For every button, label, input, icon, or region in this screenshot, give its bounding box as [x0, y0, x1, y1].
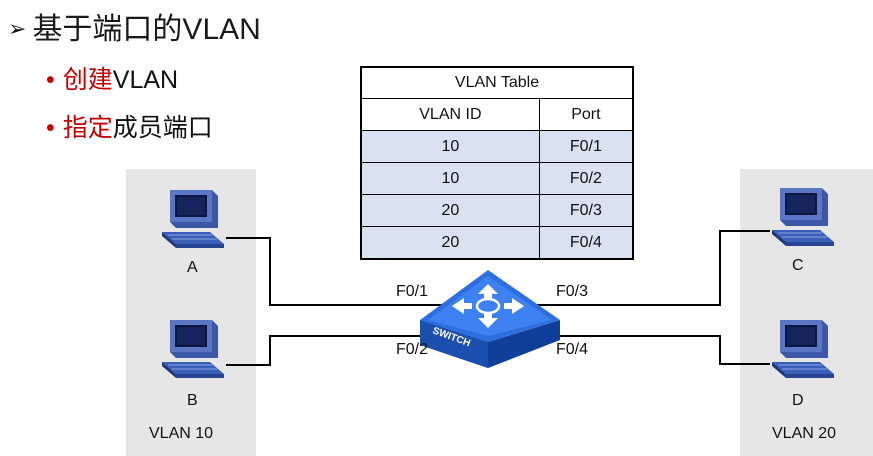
host-d-icon: [771, 319, 835, 379]
host-c-label: C: [792, 257, 804, 274]
table-row: 20 F0/4: [360, 226, 634, 260]
host-a-label: A: [187, 259, 198, 276]
link-d-f04: [540, 335, 770, 365]
port-cell: F0/2: [538, 162, 634, 195]
bullet-text: VLAN: [112, 66, 179, 94]
link-a-f01: [226, 237, 450, 306]
port-f02-label: F0/2: [396, 341, 429, 358]
vlan-table-caption: VLAN Table: [360, 66, 634, 99]
arrow-bullet-icon: ➢: [8, 16, 27, 41]
table-row: 10 F0/2: [360, 162, 634, 195]
port-cell: F0/4: [538, 226, 634, 260]
port-f04-label: F0/4: [556, 341, 589, 358]
vlan-id-cell: 10: [360, 162, 540, 195]
port-f01-label: F0/1: [396, 283, 429, 300]
page-title: ➢基于端口的VLAN: [8, 4, 261, 48]
bullet-dot-icon: •: [46, 66, 55, 94]
port-f03-label: F0/3: [556, 283, 589, 300]
bullet-highlight: 创建: [62, 66, 113, 94]
host-b-icon: [161, 319, 225, 379]
vlan20-label: VLAN 20: [772, 425, 837, 442]
vlan10-label: VLAN 10: [149, 425, 214, 442]
bullet-create-vlan: •创建VLAN: [46, 60, 178, 96]
vlan-id-cell: 20: [360, 226, 540, 260]
bullet-highlight: 指定: [62, 114, 113, 142]
bullet-dot-icon: •: [46, 114, 55, 142]
vlan-id-cell: 10: [360, 130, 540, 163]
vlan-table: VLAN Table VLAN ID Port 10 F0/1 10 F0/2 …: [360, 66, 634, 260]
vlan-id-header: VLAN ID: [360, 98, 540, 131]
bullet-text: 成员端口: [112, 114, 213, 142]
host-d-label: D: [792, 392, 804, 409]
table-row: 20 F0/3: [360, 194, 634, 227]
vlan-id-cell: 20: [360, 194, 540, 227]
table-row: 10 F0/1: [360, 130, 634, 163]
bullet-assign-ports: •指定成员端口: [46, 108, 213, 144]
host-b-label: B: [187, 392, 198, 409]
switch-icon: SWITCH: [420, 270, 560, 368]
link-c-f03: [530, 230, 770, 306]
port-cell: F0/1: [538, 130, 634, 163]
host-c-icon: [771, 187, 835, 247]
port-header: Port: [538, 98, 634, 131]
title-text: 基于端口的VLAN: [32, 13, 261, 46]
link-b-f02: [226, 335, 440, 366]
port-cell: F0/3: [538, 194, 634, 227]
host-a-icon: [161, 189, 225, 249]
